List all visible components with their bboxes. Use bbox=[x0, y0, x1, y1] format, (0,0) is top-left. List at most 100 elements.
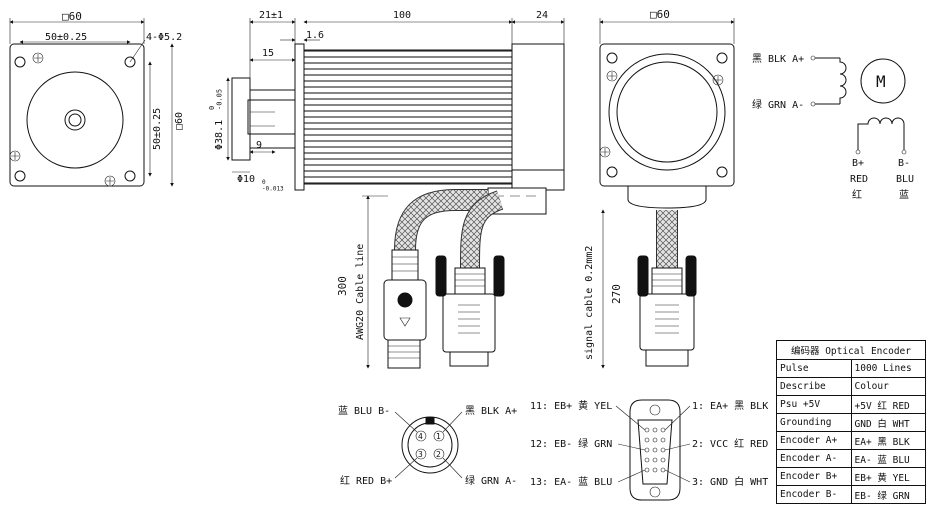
table-cell: Encoder B- bbox=[776, 485, 852, 504]
table-cell: Pulse bbox=[776, 359, 852, 378]
table-cell: EA- 蓝 BLU bbox=[850, 449, 926, 468]
schematic-b-minus-cn: 蓝 bbox=[899, 189, 909, 201]
side-pilot-tol: 0-0.05 bbox=[208, 89, 224, 110]
table-row: Pulse 1000 Lines bbox=[776, 359, 926, 378]
pin-2-label: 2 bbox=[436, 450, 441, 459]
encoder-connector-pinout: 11: EB+ 黄 YEL 12: EB- 绿 GRN 13: EA- 蓝 BL… bbox=[530, 399, 768, 501]
motor-symbol-label: M bbox=[876, 72, 886, 91]
power-pin-bl: 红 RED B+ bbox=[340, 474, 392, 487]
table-cell: Colour bbox=[850, 377, 926, 396]
side-flat-dim: 9 bbox=[256, 140, 262, 151]
screw-icon bbox=[104, 175, 116, 187]
schematic-a-minus: 绿 GRN A- bbox=[752, 98, 804, 111]
table-row: Encoder A+ EA+ 黑 BLK bbox=[776, 431, 926, 450]
schematic-b-plus: B+ bbox=[852, 158, 864, 169]
screw-icon bbox=[599, 146, 611, 158]
power-connector-pinout: 4 1 3 2 蓝 BLU B- 黑 BLK A+ 红 RED B+ 绿 GRN… bbox=[338, 405, 517, 487]
table-cell: GND 白 WHT bbox=[850, 413, 926, 432]
rear-cable-len: 270 bbox=[610, 284, 623, 304]
motor-symbol-icon bbox=[860, 58, 906, 104]
enc-pin-12: 12: EB- 绿 GRN bbox=[530, 437, 612, 450]
side-shaft-dim: 15 bbox=[262, 48, 274, 59]
encoder-spec-table: 编码器 Optical Encoder Pulse 1000 Lines Des… bbox=[776, 340, 926, 504]
power-pin-tr: 黑 BLK A+ bbox=[465, 405, 517, 417]
enc-pin-1: 1: EA+ 黑 BLK bbox=[692, 400, 768, 412]
mount-hole bbox=[124, 170, 136, 182]
table-cell: EB- 绿 GRN bbox=[850, 485, 926, 504]
screw-icon bbox=[606, 70, 618, 82]
mount-hole bbox=[124, 56, 136, 68]
enc-pin-11: 11: EB+ 黄 YEL bbox=[530, 399, 612, 412]
motor-body bbox=[303, 49, 513, 185]
schematic-b-plus-cn: 红 bbox=[852, 188, 862, 201]
table-row: Encoder B+ EB+ 黄 YEL bbox=[776, 467, 926, 486]
front-view: □60 50±0.25 4-Φ5.2 50±0.25 □60 bbox=[9, 10, 185, 187]
side-view: 21±1 100 24 1.6 15 Φ38.1 0-0.05 9 Φ10 0-… bbox=[208, 10, 565, 369]
table-cell: Describe bbox=[776, 377, 852, 396]
side-pilot-dia: Φ38.1 bbox=[214, 120, 225, 150]
schematic-b-minus: B- bbox=[898, 158, 910, 169]
rear-cable-label: signal cable 0.2mm2 bbox=[584, 246, 595, 360]
mount-hole bbox=[14, 56, 26, 68]
front-flange bbox=[9, 43, 145, 187]
side-rear-dim: 24 bbox=[536, 10, 548, 21]
front-square-dim: □60 bbox=[62, 10, 82, 23]
rear-encoder-plug bbox=[639, 293, 695, 351]
motor-wiring-schematic: 黑 BLK A+ 绿 GRN A- M B+ RED 红 B- BLU 蓝 bbox=[752, 53, 914, 201]
table-cell: Encoder B+ bbox=[776, 467, 852, 486]
front-pilot bbox=[26, 71, 124, 169]
power-pin-tl: 蓝 BLU B- bbox=[338, 405, 390, 417]
rear-square-dim: □60 bbox=[650, 8, 670, 21]
side-flange-dim: 21±1 bbox=[259, 10, 283, 21]
encoder-plug bbox=[442, 293, 496, 353]
schematic-a-plus: 黑 BLK A+ bbox=[752, 53, 804, 65]
rear-cover bbox=[608, 53, 726, 171]
mount-hole bbox=[14, 170, 26, 182]
table-cell: Encoder A+ bbox=[776, 431, 852, 450]
screw-icon bbox=[32, 52, 44, 64]
pin-3-label: 3 bbox=[418, 450, 423, 459]
table-cell: Psu +5V bbox=[776, 395, 852, 414]
side-shaft-tol: 0-0.013 bbox=[262, 179, 284, 193]
side-body-dim: 100 bbox=[393, 10, 411, 21]
encoder-housing bbox=[511, 43, 565, 191]
power-connector-face bbox=[401, 416, 459, 474]
schematic-b-minus-color: BLU bbox=[896, 174, 914, 185]
rear-view: □60 270 signal cable 0.2mm2 bbox=[584, 8, 735, 369]
rear-housing bbox=[599, 43, 735, 187]
table-cell: +5V 红 RED bbox=[850, 395, 926, 414]
front-hole-spacing-v: 50±0.25 bbox=[152, 108, 163, 150]
screw-icon bbox=[649, 404, 661, 416]
table-row: Describe Colour bbox=[776, 377, 926, 396]
table-row: Encoder B- EB- 绿 GRN bbox=[776, 485, 926, 504]
side-thickness-dim: 1.6 bbox=[306, 30, 324, 41]
side-shaft-dia: Φ10 bbox=[237, 174, 255, 185]
side-cable-len: 300 bbox=[336, 276, 349, 296]
coil-b-icon bbox=[857, 117, 905, 150]
front-square-v: □60 bbox=[174, 112, 185, 130]
encoder-table-title: 编码器 Optical Encoder bbox=[776, 340, 926, 360]
screw-icon bbox=[9, 150, 21, 162]
table-cell: Encoder A- bbox=[776, 449, 852, 468]
screw-icon bbox=[712, 74, 724, 86]
pin-4-label: 4 bbox=[418, 432, 423, 441]
table-cell: EB+ 黄 YEL bbox=[850, 467, 926, 486]
schematic-b-plus-color: RED bbox=[850, 174, 868, 185]
table-cell: Grounding bbox=[776, 413, 852, 432]
table-cell: 1000 Lines bbox=[850, 359, 926, 378]
table-row: Encoder A- EA- 蓝 BLU bbox=[776, 449, 926, 468]
table-header-row: 编码器 Optical Encoder bbox=[776, 340, 926, 360]
db15-face bbox=[637, 419, 673, 485]
front-hole-spacing: 50±0.25 bbox=[45, 32, 87, 43]
table-row: Psu +5V +5V 红 RED bbox=[776, 395, 926, 414]
power-plug bbox=[391, 249, 419, 281]
table-cell: EA+ 黑 BLK bbox=[850, 431, 926, 450]
enc-pin-3: 3: GND 白 WHT bbox=[692, 475, 768, 488]
power-pin-br: 绿 GRN A- bbox=[465, 474, 517, 487]
table-row: Grounding GND 白 WHT bbox=[776, 413, 926, 432]
front-holes-label: 4-Φ5.2 bbox=[146, 32, 182, 43]
db15-shell bbox=[629, 399, 681, 501]
coil-a-icon bbox=[815, 57, 847, 105]
pin-1-label: 1 bbox=[436, 432, 441, 441]
